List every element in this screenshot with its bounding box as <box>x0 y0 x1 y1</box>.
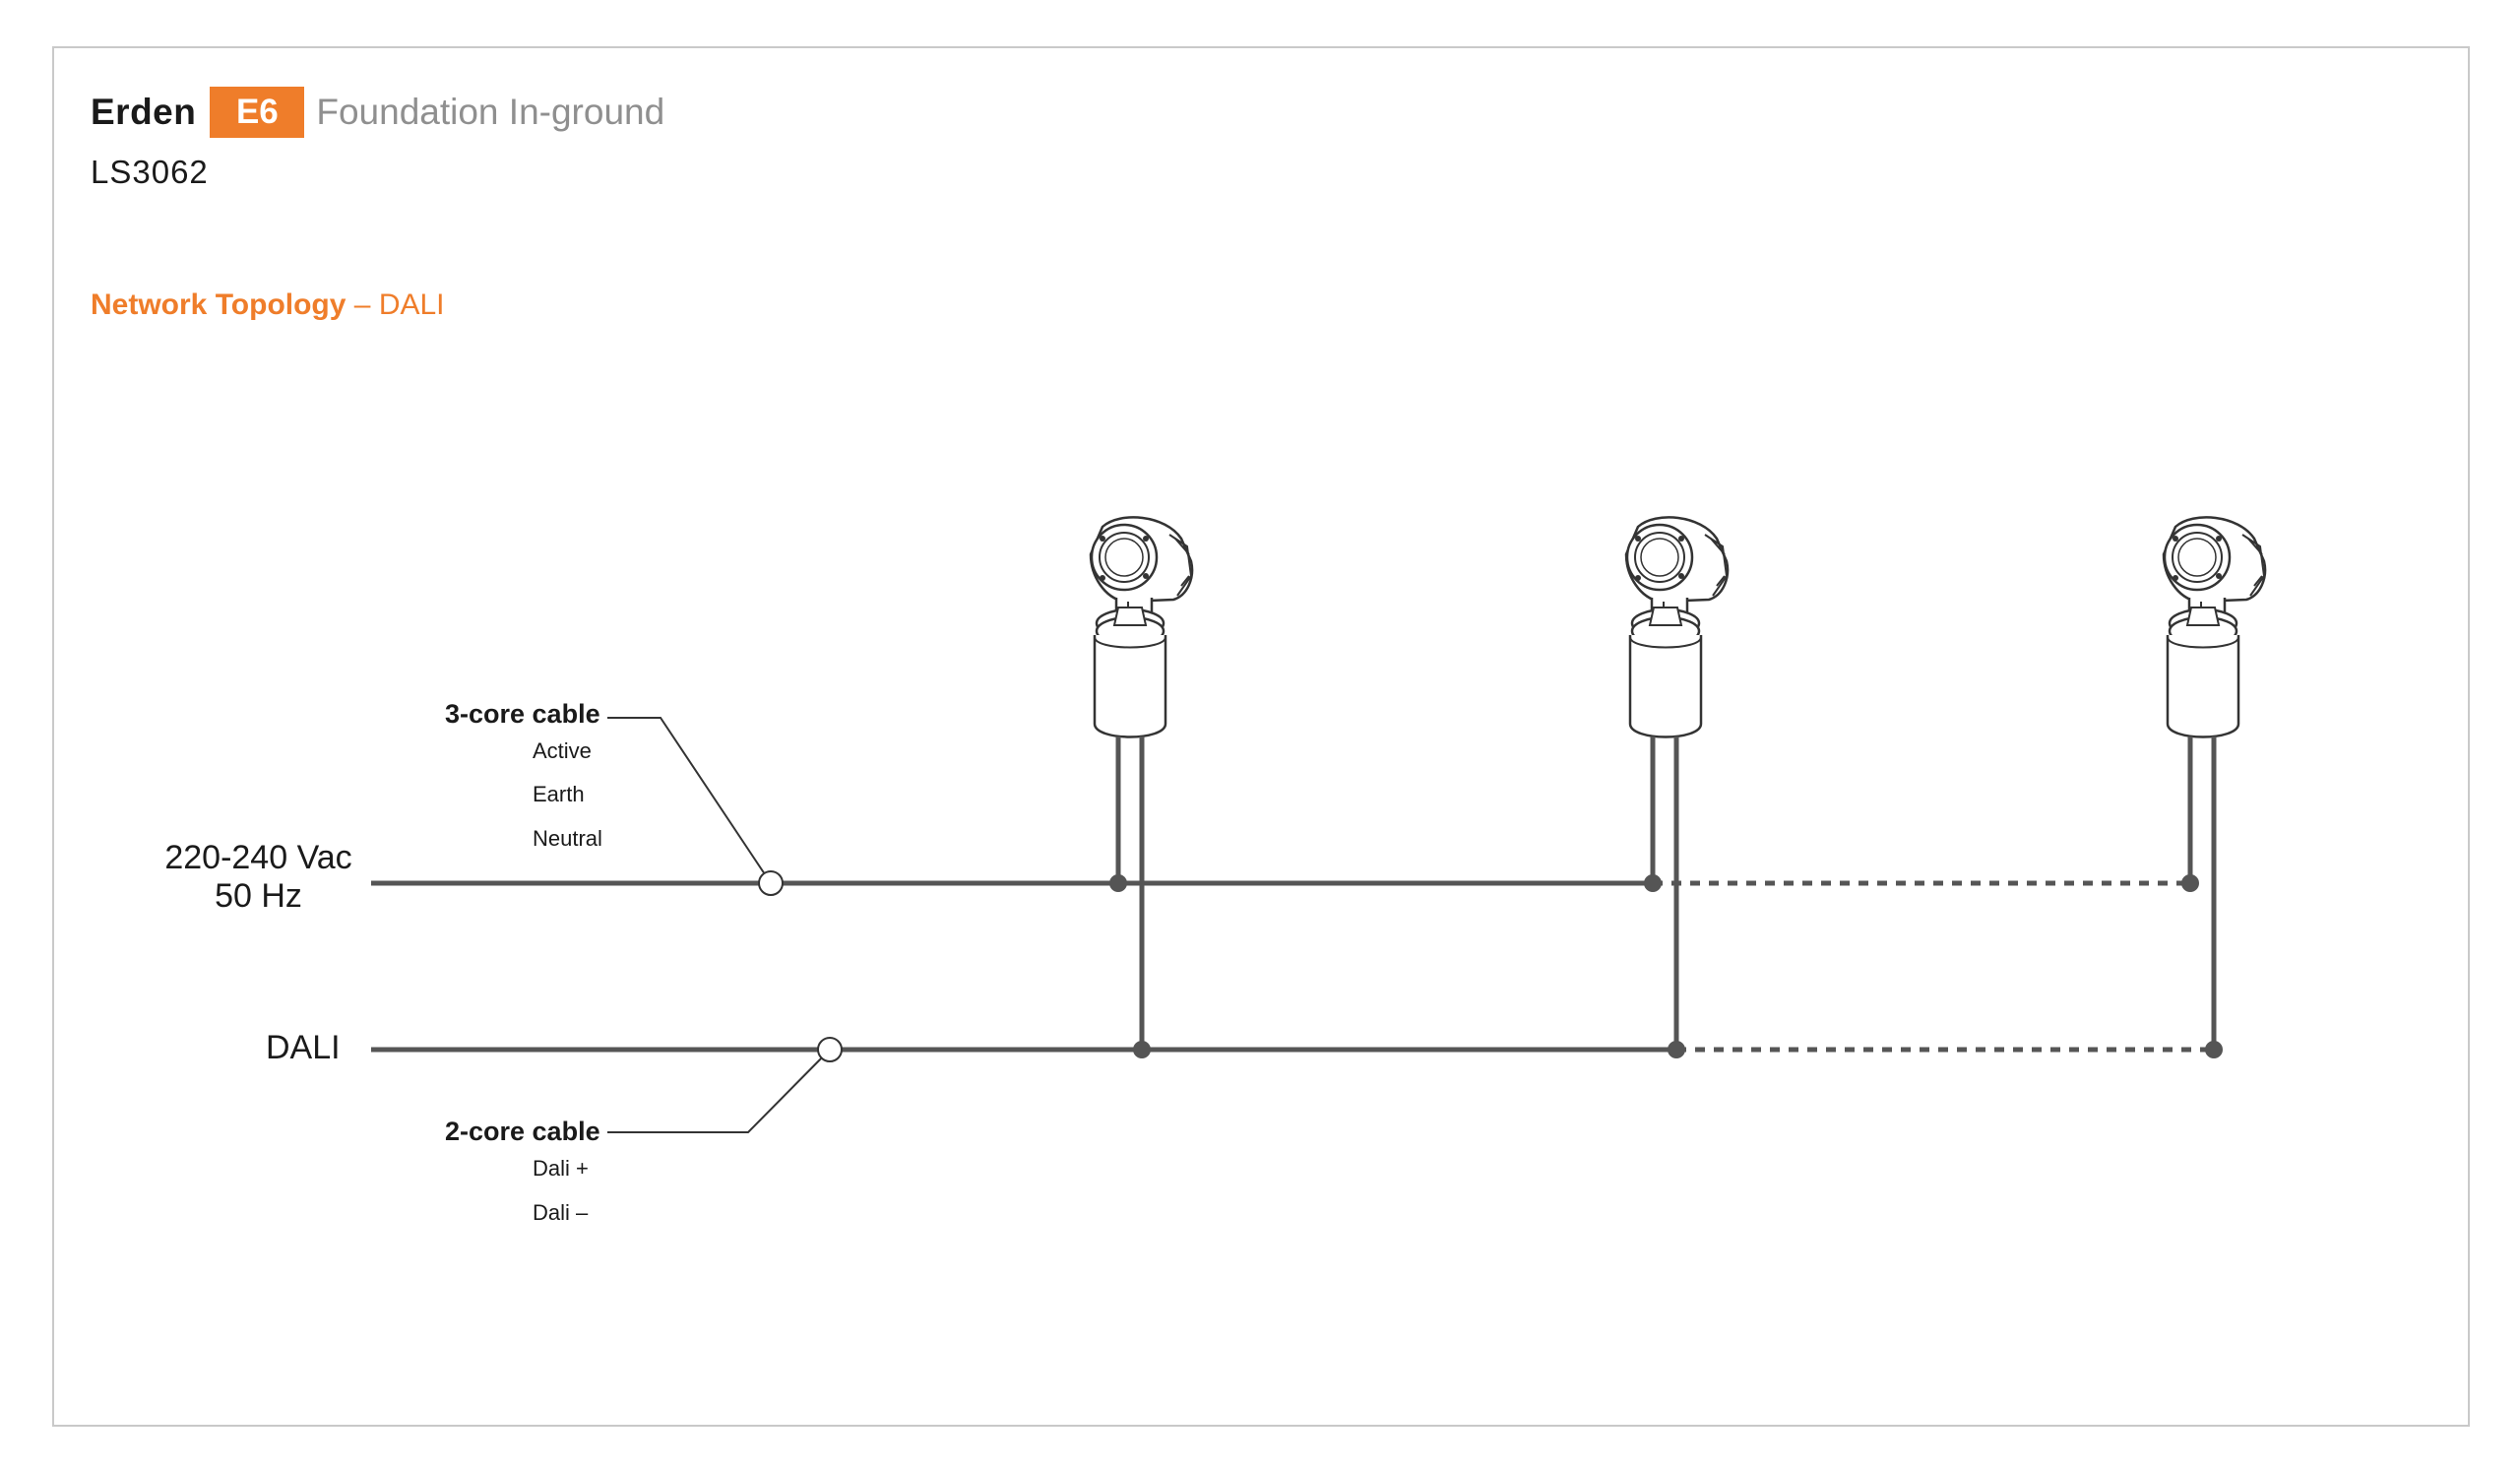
light-fixture-2 <box>1624 516 1730 1058</box>
power-bus-voltage: 220-240 Vac <box>164 839 352 876</box>
power-junction-dot <box>2181 874 2199 892</box>
brand-name: Erden <box>91 92 197 132</box>
product-code: LS3062 <box>91 154 209 190</box>
diagram-frame <box>52 46 2470 1427</box>
power-bus-frequency: 50 Hz <box>215 877 302 915</box>
dali-junction-dot <box>1668 1041 1685 1058</box>
section-subtitle: – DALI <box>353 288 445 321</box>
dali-junction-dot <box>1133 1041 1151 1058</box>
core-earth: Earth <box>533 782 585 806</box>
model-badge: E6 <box>210 87 305 138</box>
light-fixture-3 <box>2162 516 2267 1058</box>
power-junction-dot <box>1644 874 1662 892</box>
product-name: Foundation In-ground <box>316 92 665 132</box>
core-dali-minus: Dali – <box>533 1200 589 1225</box>
section-heading: Network Topology – DALI <box>91 288 445 322</box>
core-active: Active <box>533 738 592 763</box>
power-bus-label: 220-240 Vac 50 Hz <box>148 839 369 916</box>
section-title: Network Topology <box>91 288 346 321</box>
core-dali-plus: Dali + <box>533 1156 589 1181</box>
dali-bus-label: DALI <box>266 1029 341 1066</box>
cable-3core-title: 3-core cable <box>445 699 600 729</box>
power-junction-dot <box>1109 874 1127 892</box>
dali-junction-dot <box>2205 1041 2223 1058</box>
cable-3core-leader <box>607 717 784 896</box>
title-bar: Erden E6 Foundation In-ground <box>91 87 664 138</box>
cable-2core-title: 2-core cable <box>445 1117 600 1146</box>
core-neutral: Neutral <box>533 826 602 851</box>
cable-2core-leader <box>607 1037 843 1133</box>
light-fixture-1 <box>1089 516 1194 1058</box>
